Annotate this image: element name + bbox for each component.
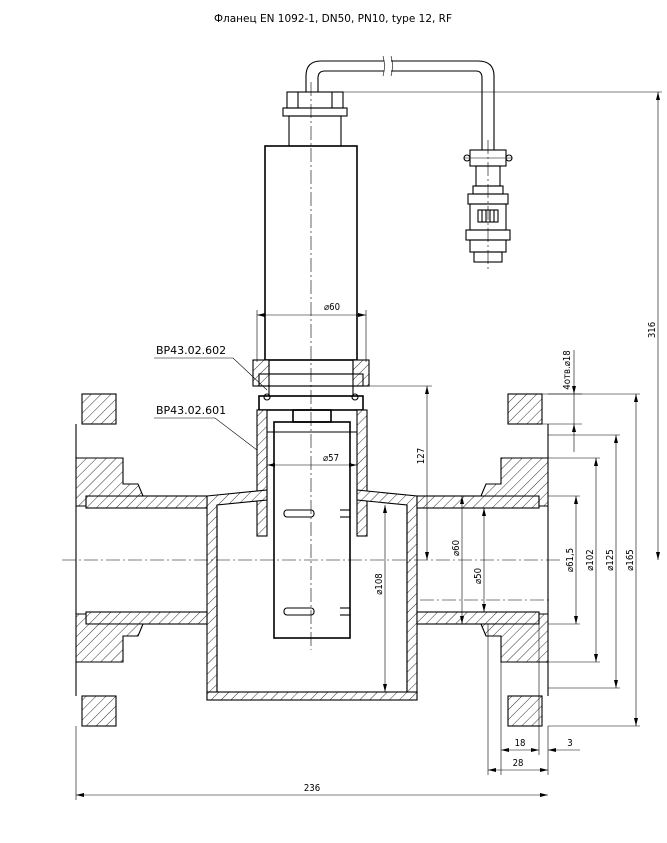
right-flange	[480, 393, 549, 727]
connector-plug	[463, 140, 513, 272]
dim-d60-pipe: ⌀60	[451, 540, 462, 556]
left-flange	[75, 393, 144, 727]
top-nut	[252, 359, 370, 423]
dim-d61-5: ⌀61,5	[565, 548, 576, 572]
dim-w236: 236	[304, 783, 320, 794]
dim-d60-top: ⌀60	[324, 302, 340, 313]
sensor-housing	[264, 82, 358, 650]
dim-w3: 3	[567, 738, 572, 749]
dimension-lines	[75, 91, 662, 800]
drawing-title: Фланец EN 1092-1, DN50, PN10, type 12, R…	[214, 13, 452, 25]
pipe-runs	[62, 495, 562, 625]
dim-h316: 316	[647, 322, 658, 338]
dim-d50: ⌀50	[473, 568, 484, 584]
callout-bp43-02-602: BP43.02.602	[156, 344, 226, 357]
cable-conduit	[305, 55, 495, 150]
inner-probe	[273, 421, 351, 639]
dim-d165: ⌀165	[625, 549, 636, 570]
callout-bp43-02-601: BP43.02.601	[156, 404, 226, 417]
dim-d125: ⌀125	[605, 549, 616, 570]
dim-d57: ⌀57	[323, 453, 339, 464]
dim-d108: ⌀108	[374, 573, 385, 594]
part-callouts: BP43.02.602 BP43.02.601	[156, 344, 226, 417]
outer-sleeve	[256, 409, 368, 537]
dim-d102: ⌀102	[585, 549, 596, 570]
dim-w18: 18	[515, 738, 526, 749]
tee-body	[206, 489, 418, 701]
dimension-labels: ⌀60 ⌀57 127 316 4отв.⌀18 ⌀60 ⌀50 ⌀108 ⌀6…	[304, 302, 658, 794]
dim-h127: 127	[416, 448, 427, 464]
dim-w28: 28	[513, 758, 524, 769]
dim-holes: 4отв.⌀18	[562, 350, 573, 389]
